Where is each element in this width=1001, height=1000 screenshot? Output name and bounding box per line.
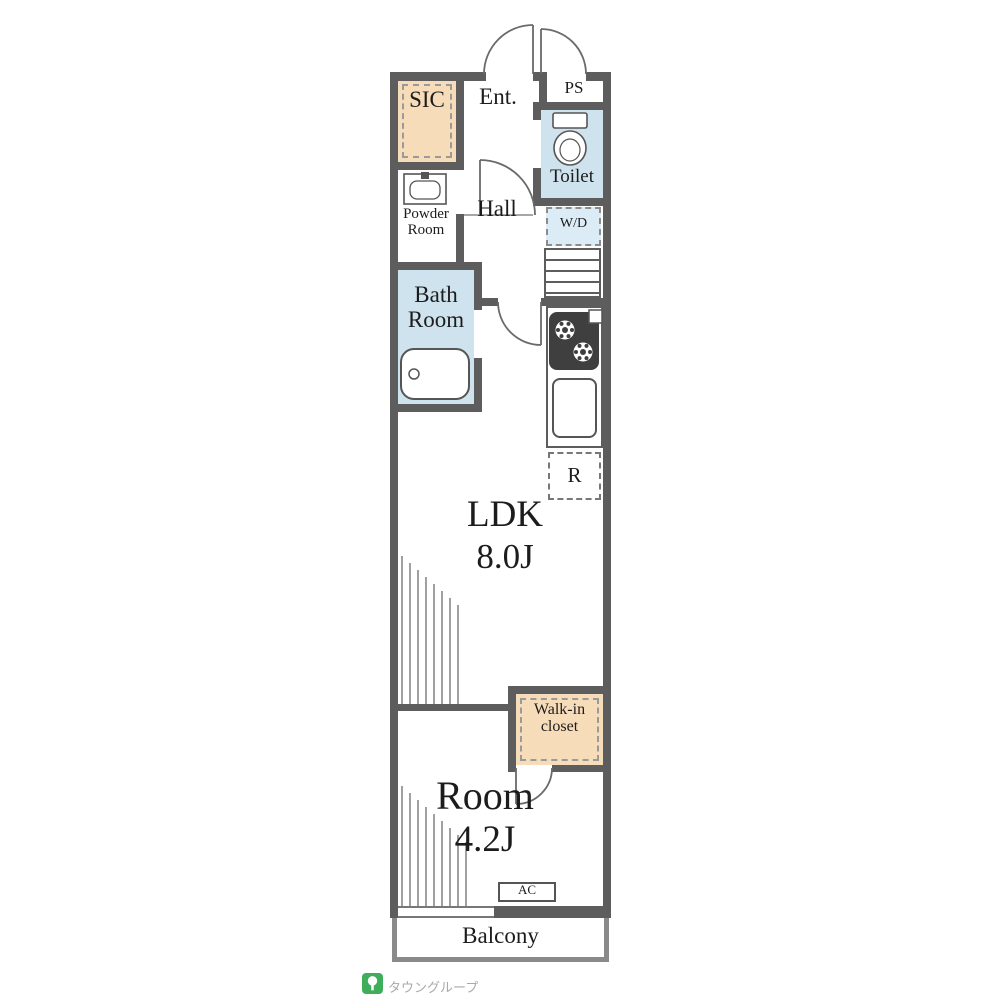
wall-segment — [533, 198, 611, 206]
wall-segment — [539, 102, 611, 110]
wall-segment — [390, 162, 464, 170]
walk-in-closet-label-line1: Walk-in — [533, 701, 586, 718]
ac-label: AC — [517, 882, 537, 897]
tree-icon — [367, 976, 378, 991]
ps-label: PS — [564, 78, 584, 97]
wall-segment — [541, 298, 611, 306]
wall-segment — [390, 704, 516, 711]
wall-segment — [390, 262, 482, 270]
toilet-label: Toilet — [549, 166, 595, 187]
hall-label: Hall — [477, 196, 517, 221]
room-size-label: 4.2J — [454, 819, 516, 860]
wall-segment — [533, 72, 541, 81]
wall-segment — [456, 214, 464, 262]
steps-icon — [544, 248, 601, 298]
room-label: Room — [436, 773, 534, 818]
sic-room — [398, 80, 456, 162]
balcony-label: Balcony — [462, 923, 539, 948]
entrance-label: Ent. — [479, 84, 517, 109]
bath-room-label-line2: Room — [407, 306, 465, 332]
refrigerator-label: R — [567, 463, 582, 487]
wall-segment — [603, 72, 611, 918]
bath-room-label-line1: Bath — [414, 282, 458, 307]
brand-text: タウングループ — [388, 980, 479, 995]
walk-in-closet-room — [516, 694, 603, 765]
ldk-hatch-lines — [401, 556, 459, 704]
powder-room-label-line2: Room — [407, 222, 445, 239]
sink-icon — [403, 172, 447, 205]
walk-in-closet-label-line2: closet — [540, 718, 579, 736]
wall-segment — [474, 358, 482, 412]
wall-segment — [390, 72, 398, 918]
wall-segment — [482, 298, 498, 306]
wall-segment — [552, 765, 611, 772]
bathtub-icon — [400, 348, 470, 400]
walk-in-closet-dashed-outline — [520, 698, 599, 761]
wall-segment — [533, 168, 541, 206]
ldk-size-label: 8.0J — [476, 537, 534, 576]
wall-segment — [456, 72, 464, 170]
wall-segment — [508, 686, 611, 694]
washer-dryer-box — [546, 207, 601, 246]
powder-room-label: Powder Room — [394, 206, 458, 238]
entrance-door-arc-left — [483, 24, 534, 75]
sic-label: SIC — [409, 87, 445, 112]
kitchen-sink-icon — [552, 378, 597, 438]
balcony-area — [392, 918, 609, 962]
wall-segment — [539, 72, 547, 110]
ac-unit — [498, 882, 556, 902]
powder-room-label-line1: Powder — [403, 206, 449, 222]
ldk-label: LDK — [466, 494, 544, 535]
wall-segment — [390, 72, 486, 81]
wall-segment — [586, 72, 611, 81]
brand-logo-icon — [362, 973, 383, 994]
walk-in-closet-label: Walk-in closet — [516, 701, 603, 736]
washer-dryer-label: W/D — [559, 216, 588, 231]
ps-door-arc — [540, 28, 587, 75]
ldk-door-arc — [497, 301, 542, 346]
sic-dashed-outline — [402, 84, 452, 158]
wall-segment — [390, 404, 482, 412]
refrigerator-box — [548, 452, 601, 500]
bath-room-label: Bath Room — [398, 282, 474, 333]
wall-segment — [508, 686, 516, 772]
wall-segment — [474, 262, 482, 310]
balcony-window — [398, 906, 494, 918]
wall-segment — [533, 102, 541, 120]
